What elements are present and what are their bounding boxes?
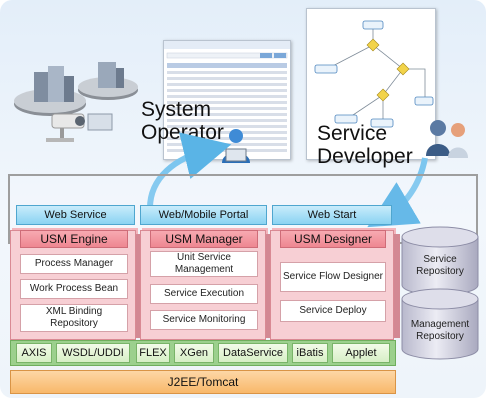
process-manager-box: Process Manager (20, 254, 128, 274)
xml-binding-repository-box: XML Binding Repository (20, 304, 128, 332)
usm-designer-header: USM Designer (280, 230, 386, 248)
developer-arrow (367, 157, 428, 228)
operator-arrow (147, 132, 232, 209)
engine-column-side (136, 234, 142, 338)
lib-flex: FLEX (136, 343, 170, 363)
service-execution-box: Service Execution (150, 284, 258, 304)
developer-user-icon (426, 120, 468, 158)
repository-cylinders (401, 226, 479, 360)
work-process-bean-box: Work Process Bean (20, 279, 128, 299)
lib-ibatis: iBatis (292, 343, 328, 363)
portal-web-start[interactable]: Web Start (272, 205, 392, 225)
lib-applet: Applet (332, 343, 390, 363)
lib-wsdl-uddi: WSDL/UDDI (56, 343, 130, 363)
usm-manager-header: USM Manager (150, 230, 258, 248)
portal-web-service[interactable]: Web Service (16, 205, 135, 225)
portal-web-mobile[interactable]: Web/Mobile Portal (140, 205, 267, 225)
j2ee-tomcat-bar: J2EE/Tomcat (10, 370, 396, 394)
developer-label-line2: Developer (317, 145, 413, 168)
lib-axis: AXIS (16, 343, 52, 363)
server-cluster-icon (14, 62, 138, 142)
developer-label: Service Developer (317, 122, 413, 168)
developer-label-line1: Service (317, 122, 388, 145)
designer-column-side (394, 234, 400, 338)
service-repository-label: Service Repository (416, 254, 464, 277)
management-repository-label: Management Repository (410, 319, 470, 342)
manager-column-side (266, 234, 272, 338)
operator-label-line1: System (141, 98, 212, 121)
lib-xgen: XGen (174, 343, 214, 363)
management-repository-cylinder (401, 298, 479, 360)
usm-engine-header: USM Engine (20, 230, 128, 248)
designer-flow-screenshot (306, 8, 436, 160)
unit-service-management-box: Unit Service Management (150, 251, 258, 277)
service-deploy-box: Service Deploy (280, 300, 386, 322)
service-flow-designer-box: Service Flow Designer (280, 262, 386, 292)
lib-dataservice: DataService (218, 343, 288, 363)
service-monitoring-box: Service Monitoring (150, 310, 258, 330)
